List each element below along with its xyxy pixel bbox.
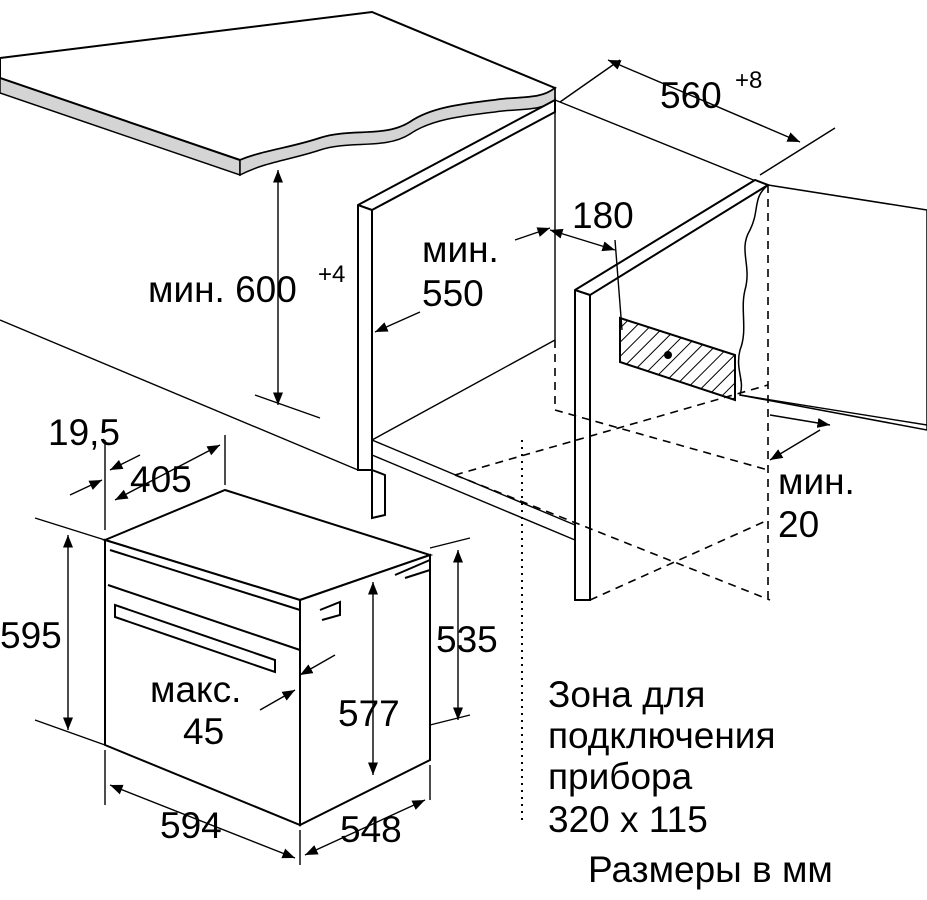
connection-zone-line-1: Зона для [548, 674, 705, 715]
connection-zone-hatch [619, 316, 736, 402]
dim-595: 595 [0, 615, 62, 656]
dim-min-550-prefix: мин. [422, 229, 499, 270]
dim-180: 180 [572, 195, 634, 236]
units-note: Размеры в мм [588, 849, 833, 890]
dim-min-600-tolerance: +4 [318, 261, 345, 288]
dim-560-tolerance: +8 [735, 67, 762, 94]
connection-zone-line-4: 320 x 115 [548, 799, 708, 840]
dim-577: 577 [338, 693, 400, 734]
dim-560: 560 [660, 75, 722, 116]
dim-min-550-value: 550 [422, 273, 484, 314]
right-cabinet [454, 178, 927, 820]
connection-zone-line-2: подключения [548, 715, 776, 756]
dim-min-20-value: 20 [778, 504, 819, 545]
dim-19-5: 19,5 [48, 412, 120, 453]
connection-zone-line-3: прибора [548, 756, 693, 797]
dim-548: 548 [340, 809, 402, 850]
oven [102, 488, 434, 827]
dim-min-20-prefix: мин. [778, 461, 855, 502]
dimension-lines [34, 59, 836, 865]
dim-594: 594 [160, 805, 222, 846]
dim-405: 405 [130, 459, 192, 500]
dim-max-45-prefix: макс. [150, 669, 241, 710]
dim-max-45-value: 45 [183, 711, 224, 752]
dim-min-600: мин. 600 [148, 269, 297, 310]
dim-535: 535 [436, 619, 498, 660]
left-cabinet-panel [357, 98, 556, 520]
